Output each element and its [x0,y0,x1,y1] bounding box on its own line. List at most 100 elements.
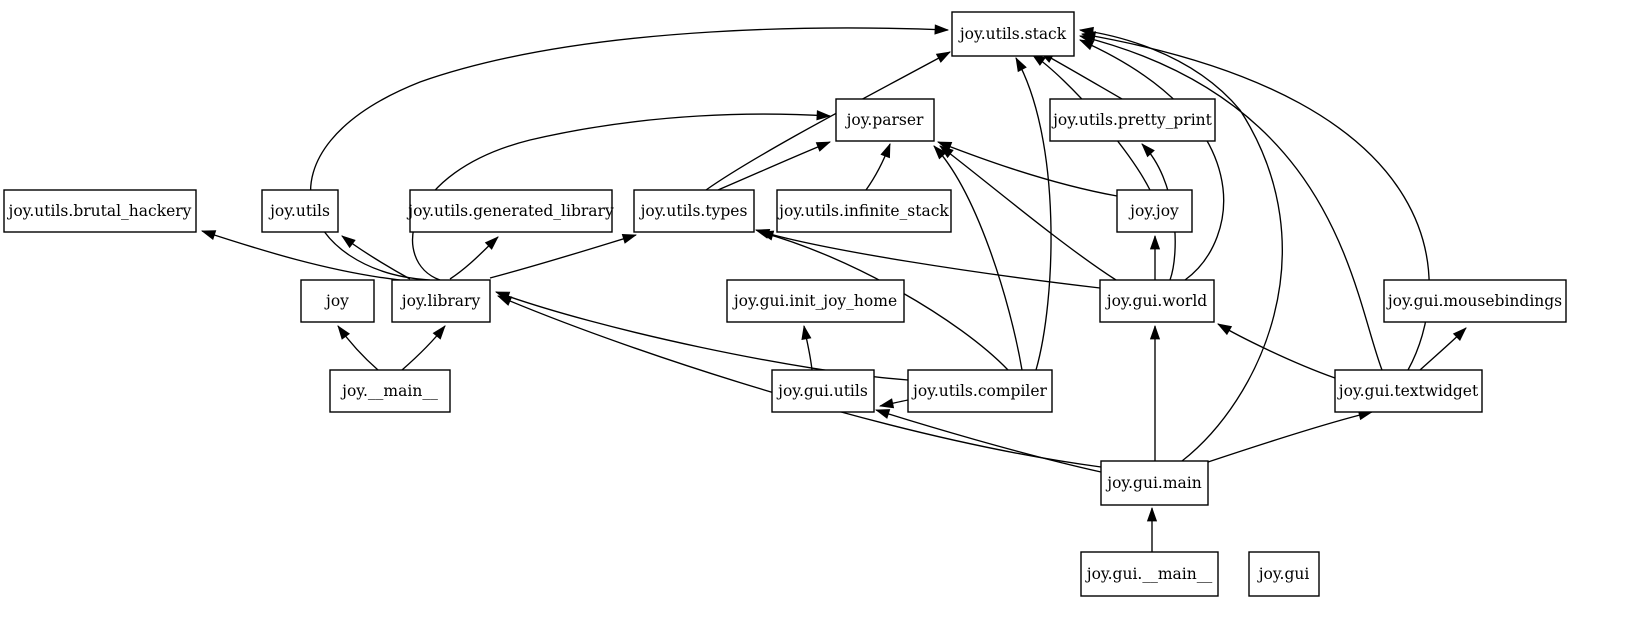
node-joy.gui.mousebindings[interactable]: joy.gui.mousebindings [1383,279,1567,323]
node-label: joy.library [400,292,481,310]
node-label: joy.gui.world [1105,292,1208,310]
node-label: joy.gui.textwidget [1337,382,1479,400]
edge-joy.gui.world-to-joy.joy [1149,234,1161,280]
node-joy.utils[interactable]: joy.utils [261,189,339,233]
node-box[interactable] [1248,551,1320,597]
edge-joy.gui.utils-to-joy.gui.init_joy_home [801,324,813,371]
edge-line [411,113,831,281]
node-joy.utils.stack[interactable]: joy.utils.stack [951,11,1075,57]
edge-line [933,145,1023,371]
node-joy.gui.init_joy_home[interactable]: joy.gui.init_joy_home [726,279,905,323]
node-box[interactable] [391,279,491,323]
arrowhead-icon [1141,143,1155,158]
edge-joy.gui.__main__-to-joy.gui.main [1146,506,1158,552]
edge-line [717,141,831,191]
arrowhead-icon [484,236,499,250]
arrowhead-icon [1149,324,1161,340]
edge-joy.utils.types-to-joy.parser [717,141,831,191]
node-joy.utils.generated_library[interactable]: joy.utils.generated_library [406,189,614,233]
arrowhead-icon [816,110,832,121]
edge-joy.library-to-joy.parser [411,110,832,281]
node-joy.parser[interactable]: joy.parser [835,98,935,142]
node-box[interactable] [261,189,339,233]
node-label: joy.utils.stack [958,25,1067,43]
arrowhead-icon [874,409,891,419]
node-box[interactable] [1080,551,1219,597]
node-box[interactable] [771,369,875,413]
node-box[interactable] [1099,279,1215,323]
edge-line [705,51,951,191]
node-joy.utils.brutal_hackery[interactable]: joy.utils.brutal_hackery [3,189,197,233]
edge-joy.gui.main-to-joy.gui.textwidget [1207,410,1374,463]
arrowhead-icon [1217,323,1233,336]
edge-line [489,234,637,279]
node-box[interactable] [1116,189,1193,233]
arrowhead-icon [880,143,891,159]
edge-line [1079,35,1383,371]
node-joy.utils.types[interactable]: joy.utils.types [633,189,755,233]
arrowhead-icon [337,325,351,340]
edge-joy.__main__-to-joy.library [401,325,446,371]
node-joy.utils.infinite_stack[interactable]: joy.utils.infinite_stack [776,189,952,233]
arrowhead-icon [1015,57,1027,73]
node-box[interactable] [633,189,755,233]
edge-joy.gui.main-to-joy.gui.utils [874,409,1102,473]
edge-line [1217,323,1336,379]
node-joy.gui[interactable]: joy.gui [1248,551,1320,597]
node-box[interactable] [300,279,375,323]
edge-joy.joy-to-joy.parser [937,141,1118,197]
node-joy.gui.textwidget[interactable]: joy.gui.textwidget [1334,369,1483,413]
edge-joy.gui.textwidget-to-joy.utils.stack [1078,34,1383,371]
arrowhead-icon [935,51,951,63]
edge-line [1039,51,1123,100]
node-box[interactable] [409,189,613,233]
arrowhead-icon [878,398,895,409]
node-label: joy.utils.types [639,202,748,220]
node-box[interactable] [329,369,451,413]
node-box[interactable] [907,369,1053,413]
edge-line [1081,33,1430,371]
node-label: joy.utils.compiler [911,382,1047,400]
arrowhead-icon [801,324,812,341]
edge-joy.utils.compiler-to-joy.parser [933,145,1023,371]
node-box[interactable] [776,189,952,233]
node-box[interactable] [1383,279,1567,323]
node-layer: joy.utils.stack joy.parser joy.utils.prett… [3,11,1567,597]
node-joy.gui.world[interactable]: joy.gui.world [1099,279,1215,323]
edge-joy.utils.infinite_stack-to-joy.parser [865,143,891,191]
node-label: joy.gui.__main__ [1085,565,1213,583]
node-box[interactable] [1049,98,1216,142]
node-joy.utils.compiler[interactable]: joy.utils.compiler [907,369,1053,413]
node-box[interactable] [1100,460,1209,506]
node-joy.gui.__main__[interactable]: joy.gui.__main__ [1080,551,1219,597]
node-box[interactable] [1334,369,1483,413]
node-box[interactable] [726,279,905,323]
node-label: joy.gui.init_joy_home [732,292,897,310]
node-joy.joy[interactable]: joy.joy [1116,189,1193,233]
node-box[interactable] [3,189,197,233]
node-label: joy.joy [1128,202,1179,220]
edge-joy.utils.types-to-joy.utils.stack [705,51,951,191]
node-label: joy.utils.brutal_hackery [7,202,192,220]
arrowhead-icon [1146,506,1158,522]
node-label: joy.__main__ [340,382,438,400]
arrowhead-icon [432,325,446,340]
node-joy.utils.pretty_print[interactable]: joy.utils.pretty_print [1049,98,1216,142]
edge-joy.library-to-joy.utils.brutal_hackery [201,230,401,281]
node-joy[interactable]: joy [300,279,375,323]
node-joy.gui.utils[interactable]: joy.gui.utils [771,369,875,413]
node-joy.__main__[interactable]: joy.__main__ [329,369,451,413]
arrowhead-icon [1078,26,1094,37]
edge-line [1079,29,1283,462]
node-joy.gui.main[interactable]: joy.gui.main [1100,460,1209,506]
node-box[interactable] [951,11,1075,57]
edge-joy.utils.compiler-to-joy.gui.utils [878,398,909,409]
node-joy.library[interactable]: joy.library [391,279,491,323]
node-box[interactable] [835,98,935,142]
arrowhead-icon [497,295,513,306]
arrowhead-icon [758,230,775,241]
arrowhead-icon [621,233,638,244]
edge-line [937,141,1118,197]
